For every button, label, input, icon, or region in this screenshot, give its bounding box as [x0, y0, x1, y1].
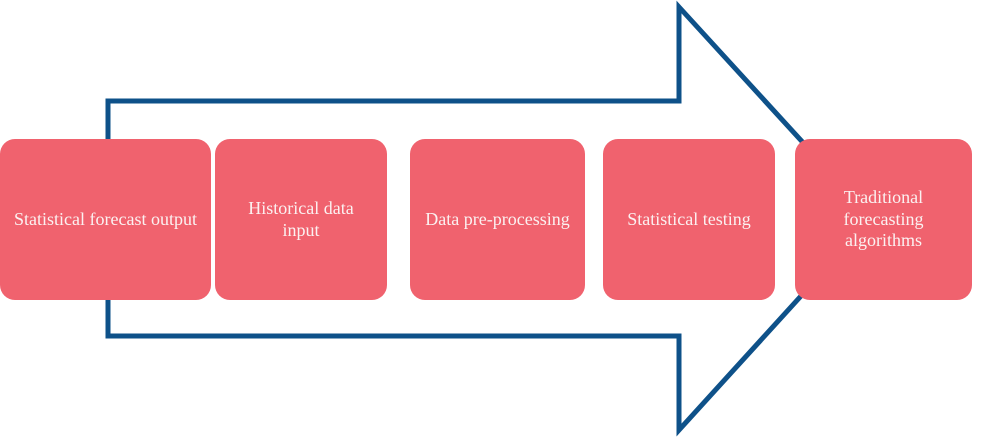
step-box-statistical-testing: Statistical testing: [603, 139, 775, 300]
step-box-historical-data-input: Historical data input: [215, 139, 387, 300]
step-label: Historical data input: [248, 197, 354, 240]
step-label: Statistical testing: [627, 208, 751, 229]
step-box-statistical-forecast-output: Statistical forecast output: [0, 139, 211, 300]
step-box-traditional-forecasting-algorithms: Traditional forecasting algorithms: [795, 139, 972, 300]
step-label: Statistical forecast output: [14, 208, 197, 229]
step-box-data-pre-processing: Data pre-processing: [410, 139, 585, 300]
step-label: Data pre-processing: [425, 208, 570, 229]
step-label: Traditional forecasting algorithms: [843, 186, 924, 251]
right-arrow-shape: [105, 0, 876, 437]
